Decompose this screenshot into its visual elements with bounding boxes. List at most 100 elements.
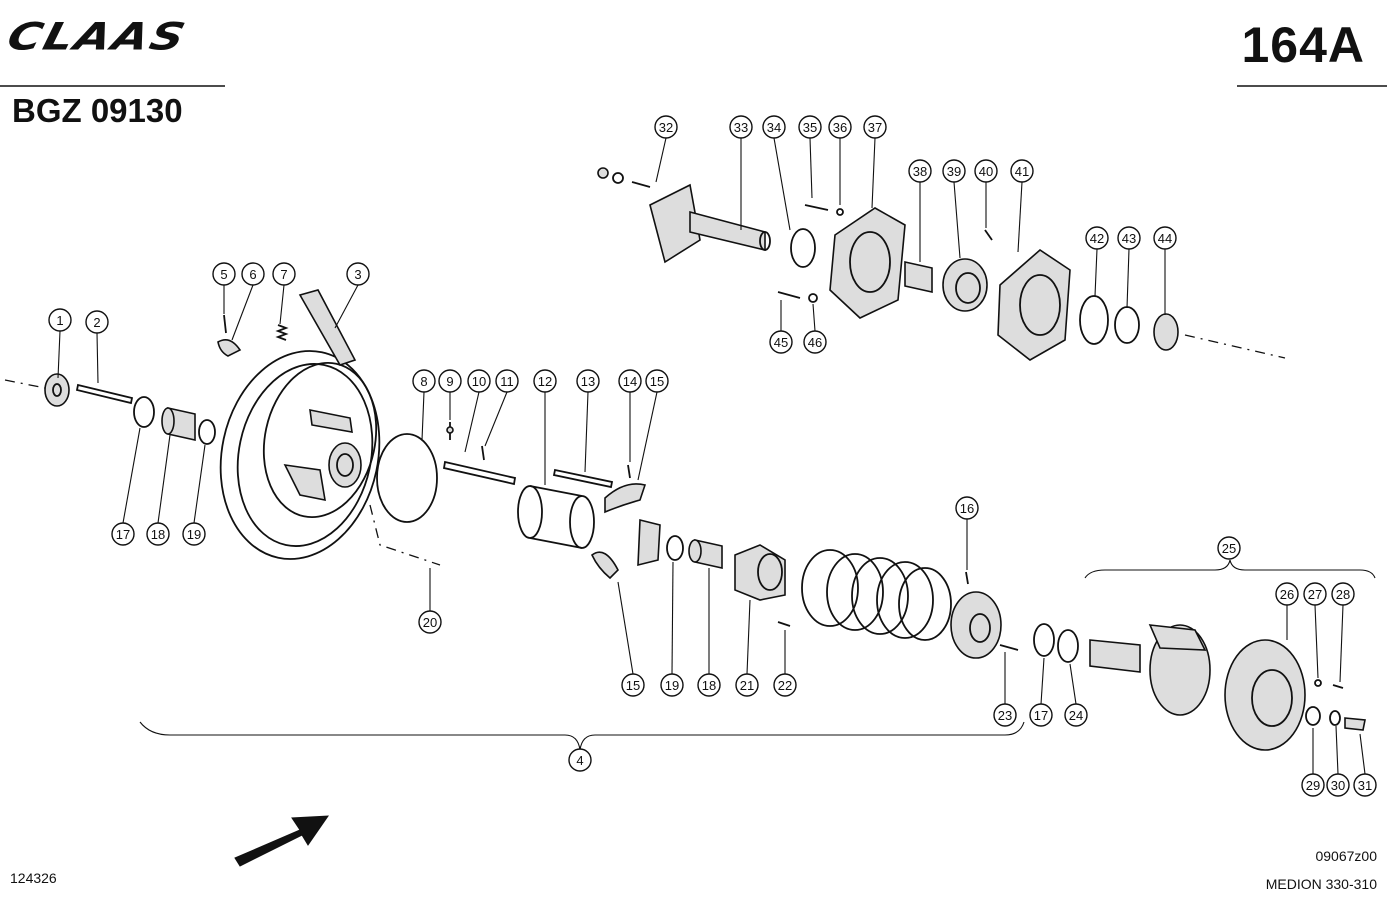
part-washer-1	[44, 373, 70, 407]
callout-leader	[617, 581, 634, 675]
callout-number: 44	[1158, 231, 1172, 246]
part-fasteners-27-31	[1305, 679, 1366, 731]
bracket-25	[1084, 559, 1376, 579]
callout-22: 22	[773, 673, 797, 697]
callout-number: 15	[626, 678, 640, 693]
callout-number: 9	[446, 374, 453, 389]
axis-line-right	[1184, 334, 1286, 359]
part-bushing-18	[161, 407, 196, 441]
bracket-4	[139, 721, 1025, 751]
callout-leader	[1359, 733, 1366, 775]
page-code: 164A	[1241, 17, 1365, 73]
callout-41: 41	[1010, 159, 1034, 183]
callout-leader	[1339, 604, 1344, 683]
callout-3: 3	[346, 262, 370, 286]
callout-number: 28	[1336, 587, 1350, 602]
callout-number: 32	[659, 120, 673, 135]
callout-number: 45	[774, 335, 788, 350]
callout-23: 23	[993, 703, 1017, 727]
part-nut-44	[1153, 313, 1179, 351]
part-belt-3	[298, 289, 357, 366]
part-segment-15b	[591, 551, 619, 580]
callout-37: 37	[863, 115, 887, 139]
axis-line-left	[4, 379, 46, 389]
callout-30: 30	[1326, 773, 1350, 797]
part-circlip-43	[1114, 306, 1140, 344]
part-seal-42	[1079, 295, 1109, 345]
callout-number: 42	[1090, 231, 1104, 246]
part-bolt-45-46	[777, 291, 818, 303]
callout-number: 4	[576, 753, 583, 768]
callout-number: 24	[1069, 708, 1083, 723]
callout-36: 36	[828, 115, 852, 139]
callout-31: 31	[1353, 773, 1377, 797]
part-cover-26	[1224, 639, 1306, 751]
part-ring-17	[133, 396, 155, 428]
part-flange-41	[997, 248, 1071, 361]
callout-leader	[773, 137, 791, 231]
part-ring-24	[1057, 629, 1079, 663]
footer-right-code: 09067z00	[1315, 848, 1377, 864]
callout-leader	[421, 391, 425, 441]
callout-13: 13	[576, 369, 600, 393]
part-pin-5	[223, 314, 227, 334]
callout-number: 11	[500, 374, 514, 389]
callout-leader	[809, 137, 813, 199]
part-bolt-35-36	[804, 204, 844, 216]
callout-18: 18	[697, 673, 721, 697]
callout-number: 16	[960, 501, 974, 516]
axis-line-center	[369, 504, 441, 566]
part-hub-21	[734, 544, 786, 601]
footer-model: MEDION 330-310	[1265, 876, 1377, 892]
callout-leader	[1335, 725, 1339, 775]
callout-24: 24	[1064, 703, 1088, 727]
callout-33: 33	[729, 115, 753, 139]
callout-14: 14	[618, 369, 642, 393]
part-seal-34	[790, 228, 816, 268]
callout-27: 27	[1303, 582, 1327, 606]
part-key-10	[442, 460, 517, 486]
part-plate	[950, 591, 1002, 659]
callout-number: 37	[868, 120, 882, 135]
part-segment-15c	[637, 518, 661, 567]
callout-leader	[1126, 248, 1130, 309]
part-pin-40	[984, 229, 993, 241]
part-circlip-8	[376, 433, 438, 523]
callout-number: 12	[538, 374, 552, 389]
part-sleeve-12	[517, 485, 595, 549]
callout-17: 17	[111, 522, 135, 546]
callout-32: 32	[654, 115, 678, 139]
callout-number: 6	[249, 267, 256, 282]
callout-18: 18	[146, 522, 170, 546]
callout-leader	[1017, 181, 1023, 253]
callout-29: 29	[1301, 773, 1325, 797]
callout-number: 34	[767, 120, 781, 135]
callout-38: 38	[908, 159, 932, 183]
callout-26: 26	[1275, 582, 1299, 606]
callout-leader	[746, 599, 751, 675]
callout-leader	[637, 391, 658, 481]
callout-leader	[671, 561, 674, 675]
callout-15: 15	[645, 369, 669, 393]
callout-number: 19	[187, 527, 201, 542]
part-ring-19b	[666, 535, 684, 561]
part-disc-springs	[801, 549, 952, 641]
part-clip-6	[217, 339, 242, 357]
callout-17: 17	[1029, 703, 1053, 727]
callout-number: 7	[280, 267, 287, 282]
part-flange-shaft-25	[1089, 624, 1211, 716]
callout-number: 18	[151, 527, 165, 542]
callout-number: 3	[354, 267, 361, 282]
callout-11: 11	[495, 369, 519, 393]
callout-leader	[1314, 604, 1319, 679]
callout-number: 35	[803, 120, 817, 135]
arrow-icon	[234, 815, 329, 867]
callout-19: 19	[182, 522, 206, 546]
part-bearing-housing-37	[829, 207, 906, 319]
part-pulley	[219, 350, 381, 560]
callout-leader	[584, 391, 589, 473]
callout-9: 9	[438, 369, 462, 393]
callout-35: 35	[798, 115, 822, 139]
callout-leader	[334, 284, 359, 329]
